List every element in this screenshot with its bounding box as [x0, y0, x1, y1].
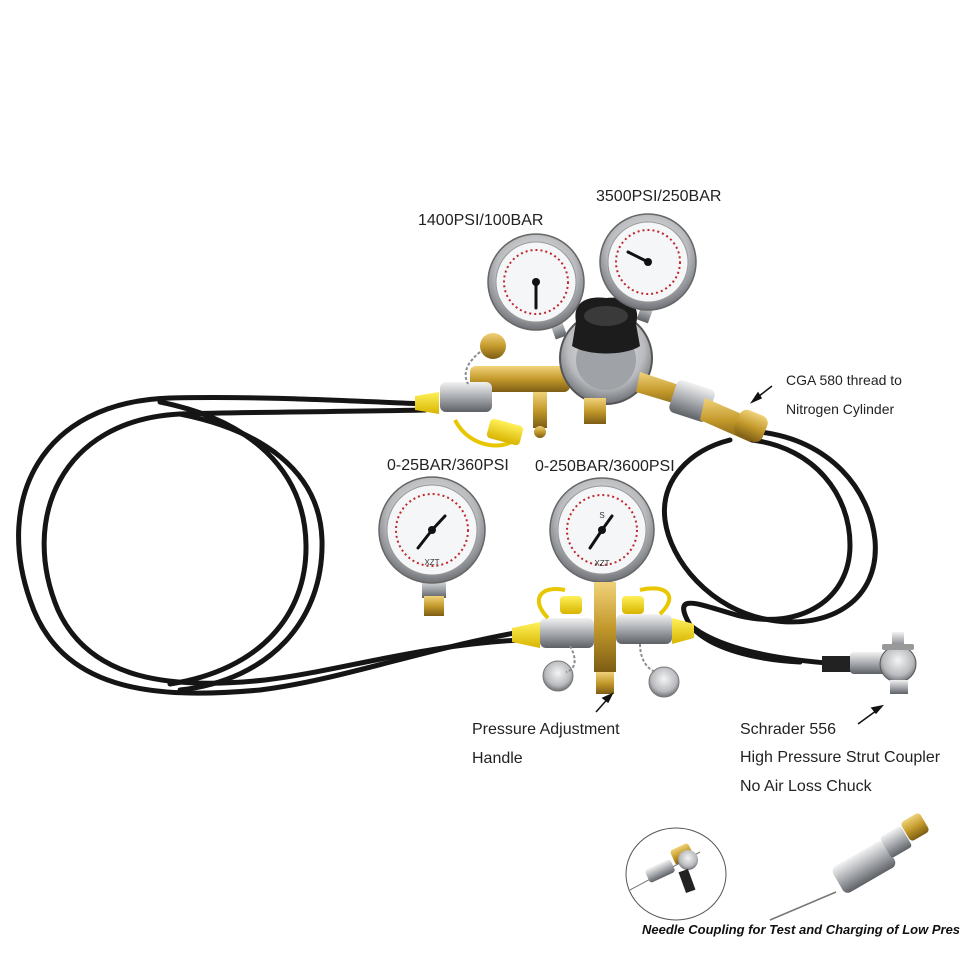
schrader-chuck — [822, 632, 917, 694]
label-cga-line2: Nitrogen Cylinder — [786, 401, 895, 417]
regulator-assembly — [415, 297, 768, 448]
caption-needle-coupling: Needle Coupling for Test and Charging of… — [642, 922, 960, 937]
needle-coupling-inset — [625, 813, 929, 921]
gauge-25bar: XZT — [378, 476, 486, 616]
manifold-block — [512, 582, 694, 698]
label-gauge-1400: 1400PSI/100BAR — [418, 212, 544, 229]
gauge-3500psi — [599, 213, 697, 311]
label-gauge-25bar: 0-25BAR/360PSI — [387, 457, 509, 474]
hose-left-loop — [16, 394, 523, 696]
label-gauge-250bar: 0-250BAR/3600PSI — [535, 458, 675, 475]
gauge-brand-text: XZT — [424, 558, 439, 567]
gauge-250bar: XZT S — [549, 477, 655, 583]
pointer-arrows — [595, 385, 884, 725]
hose-right-loop — [661, 429, 878, 667]
gauge-unit-text: S — [599, 511, 604, 520]
label-schrader-line1: Schrader 556 — [740, 721, 837, 738]
label-cga-line1: CGA 580 thread to — [786, 372, 902, 388]
label-schrader-line2: High Pressure Strut Coupler — [740, 749, 941, 766]
label-gauge-3500: 3500PSI/250BAR — [596, 188, 722, 205]
gauge-1400psi — [487, 233, 585, 331]
label-schrader-line3: No Air Loss Chuck — [740, 778, 872, 795]
label-pressure-line2: Handle — [472, 750, 523, 767]
label-pressure-line1: Pressure Adjustment — [472, 721, 620, 738]
gauge-brand-text: XZT — [594, 559, 609, 568]
